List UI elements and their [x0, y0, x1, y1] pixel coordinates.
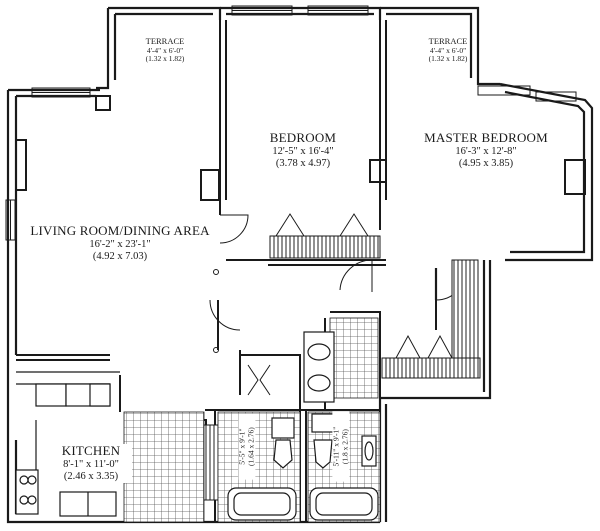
- master-bedroom-dim-metric: (4.95 x 3.85): [458, 158, 514, 169]
- terrace-right-name: TERRACE: [428, 36, 468, 46]
- terrace-right-dim-metric: (1.32 x 1.82): [428, 54, 468, 64]
- living-room-dim-imperial: 16'-2" x 23'-1": [89, 238, 151, 250]
- terrace-right-label: TERRACE 4'-4" x 6'-0" (1.32 x 1.82): [408, 36, 488, 64]
- terrace-right-dim-imperial: 4'-4" x 6'-0": [429, 45, 467, 55]
- master-bedroom-dim-imperial: 16'-3" x 12'-8": [455, 145, 517, 157]
- master-closet: [381, 259, 481, 379]
- living-room-dim-metric: (4.92 x 7.03): [92, 251, 148, 262]
- master-bedroom-name: MASTER BEDROOM: [424, 130, 548, 145]
- bedroom-name: BEDROOM: [269, 130, 337, 145]
- bedroom-dim-imperial: 12'-5" x 16'-4": [272, 145, 334, 157]
- terrace-left-label: TERRACE 4'-4" x 6'-0" (1.32 x 1.82): [122, 36, 208, 64]
- living-room-name: LIVING ROOM/DINING AREA: [30, 223, 210, 238]
- bath-right-dim-metric: (1.8 x 2.76): [340, 429, 349, 465]
- bath-right-label: 5'-11" x 9'-1" (1.8 x 2.76): [331, 411, 350, 482]
- windows: [5, 5, 577, 241]
- kitchen-name: KITCHEN: [61, 443, 121, 458]
- bath-left-label: 5'-5" x 9'-1" (1.64 x 2.76): [237, 413, 256, 480]
- terrace-left-dim-metric: (1.32 x 1.82): [145, 54, 185, 64]
- kitchen-dim-metric: (2.46 x 3.35): [63, 471, 119, 482]
- living-room-label: LIVING ROOM/DINING AREA 16'-2" x 23'-1" …: [30, 223, 210, 263]
- bath-left-dim-metric: (1.64 x 2.76): [246, 427, 255, 466]
- kitchen-dim-imperial: 8'-1" x 11'-0": [63, 458, 119, 470]
- terrace-left-dim-imperial: 4'-4" x 6'-0": [146, 45, 184, 55]
- bath-fixtures: [227, 413, 379, 521]
- exterior-walls: [6, 6, 594, 524]
- kitchen-counters: [15, 371, 120, 517]
- master-bedroom-label: MASTER BEDROOM 16'-3" x 12'-8" (4.95 x 3…: [416, 130, 556, 170]
- bedroom-label: BEDROOM 12'-5" x 16'-4" (3.78 x 4.97): [248, 130, 358, 170]
- kitchen-label: KITCHEN 8'-1" x 11'-0" (2.46 x 3.35): [50, 443, 132, 484]
- terrace-left-name: TERRACE: [145, 36, 185, 46]
- bedroom-closet: [269, 213, 381, 259]
- vanity-sinks: [303, 331, 335, 403]
- bedroom-dim-metric: (3.78 x 4.97): [275, 158, 331, 169]
